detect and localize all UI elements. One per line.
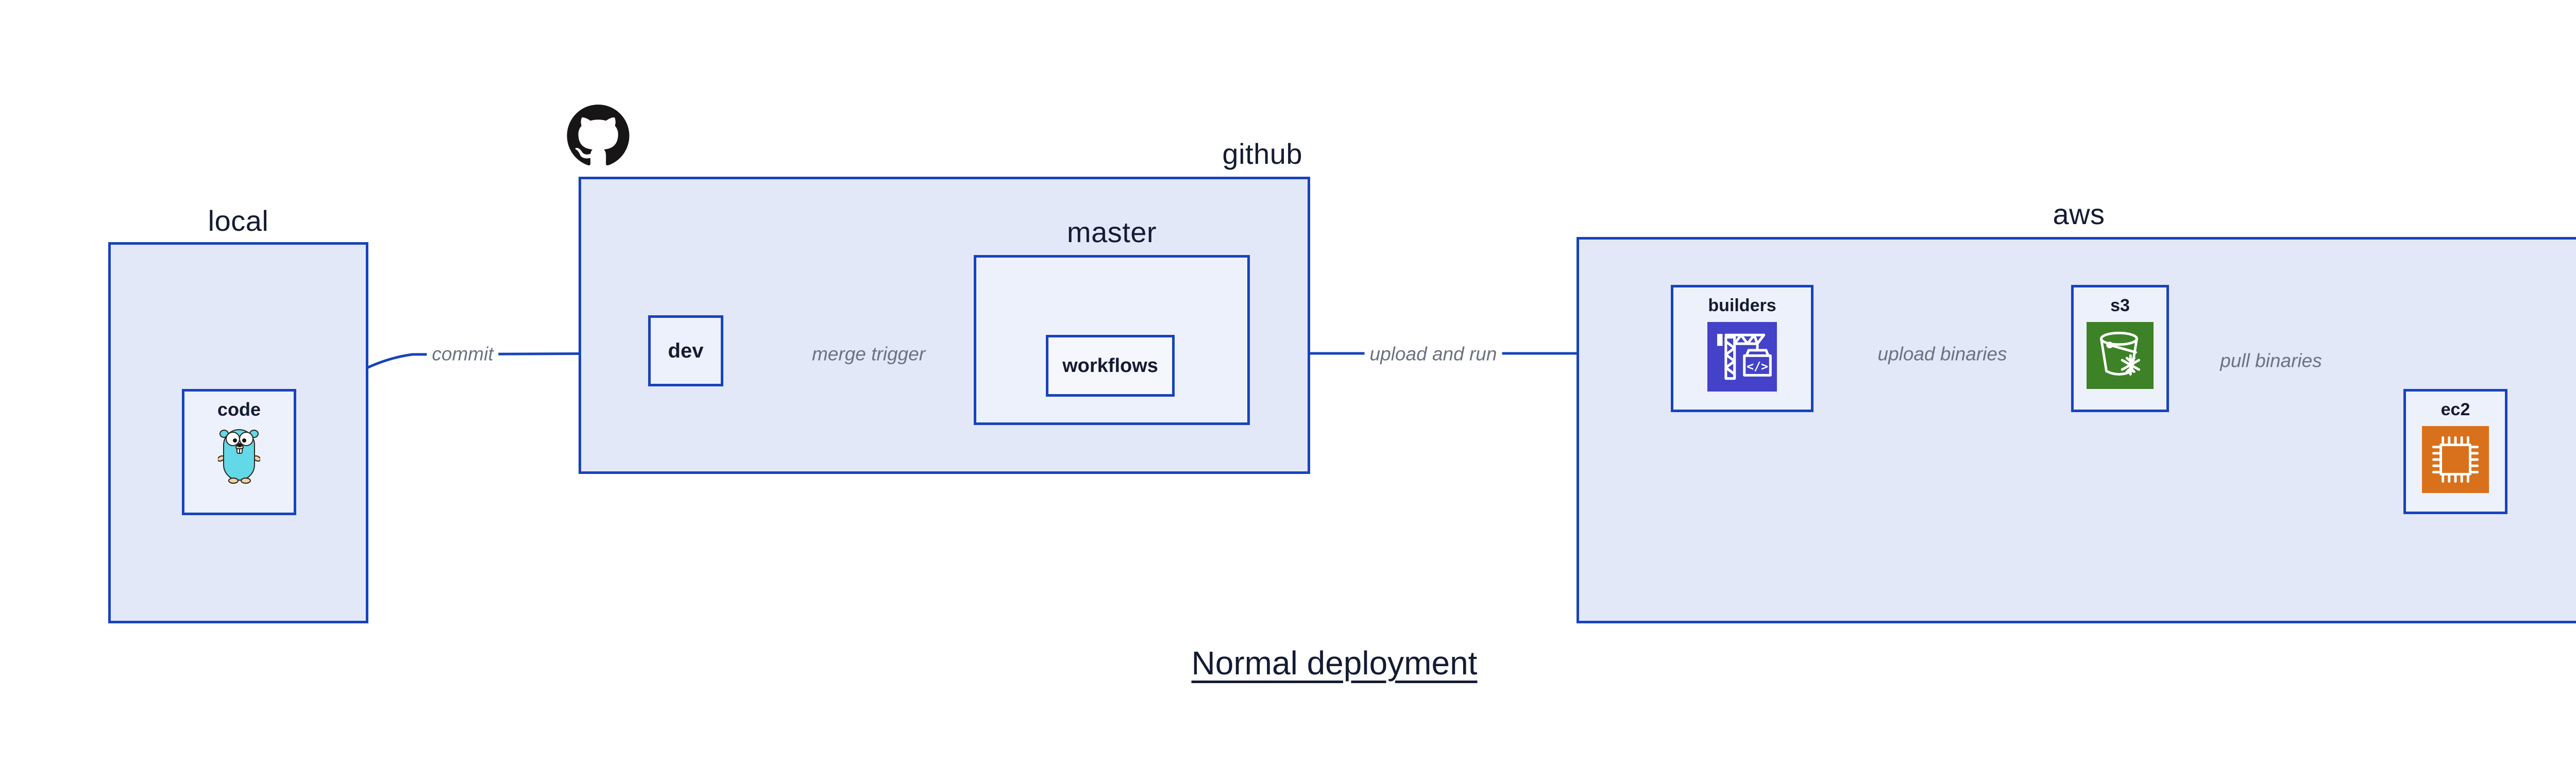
github-logo-icon [567,105,630,166]
edge-label-merge-trigger: merge trigger [806,342,931,366]
node-label-workflows: workflows [1062,354,1158,377]
group-label-master: master [1066,216,1157,248]
node-label-code: code [217,399,261,420]
edge-label-pull-binaries: pull binaries [2215,349,2327,372]
node-box-builders: builders </> [1671,285,1814,412]
ec2-chip-icon [2422,426,2489,493]
node-label-ec2: ec2 [2441,400,2470,419]
node-label-s3: s3 [2110,296,2130,315]
node-box-dev: dev [648,315,723,386]
node-box-workflows: workflows [1046,335,1175,397]
edge-label-commit: commit [427,342,499,366]
s3-glacier-bucket-icon [2087,322,2154,389]
gopher-icon [218,429,260,484]
node-box-s3: s3 [2071,285,2169,412]
page-title: Normal deployment [1191,644,1478,682]
group-label-local: local [208,205,269,237]
codebuild-crane-icon: </> [1707,322,1777,392]
edge-label-upload-and-run: upload and run [1364,342,1502,366]
group-label-aws: aws [2053,198,2105,230]
node-box-ec2: ec2 [2403,389,2507,514]
node-label-dev: dev [668,339,704,362]
codebuild-code-glyph: </> [1747,360,1768,373]
group-label-github: github [1222,138,1302,170]
node-box-code: code [182,389,296,515]
edge-label-upload-binaries: upload binaries [1872,342,2012,366]
node-label-builders: builders [1708,296,1776,315]
